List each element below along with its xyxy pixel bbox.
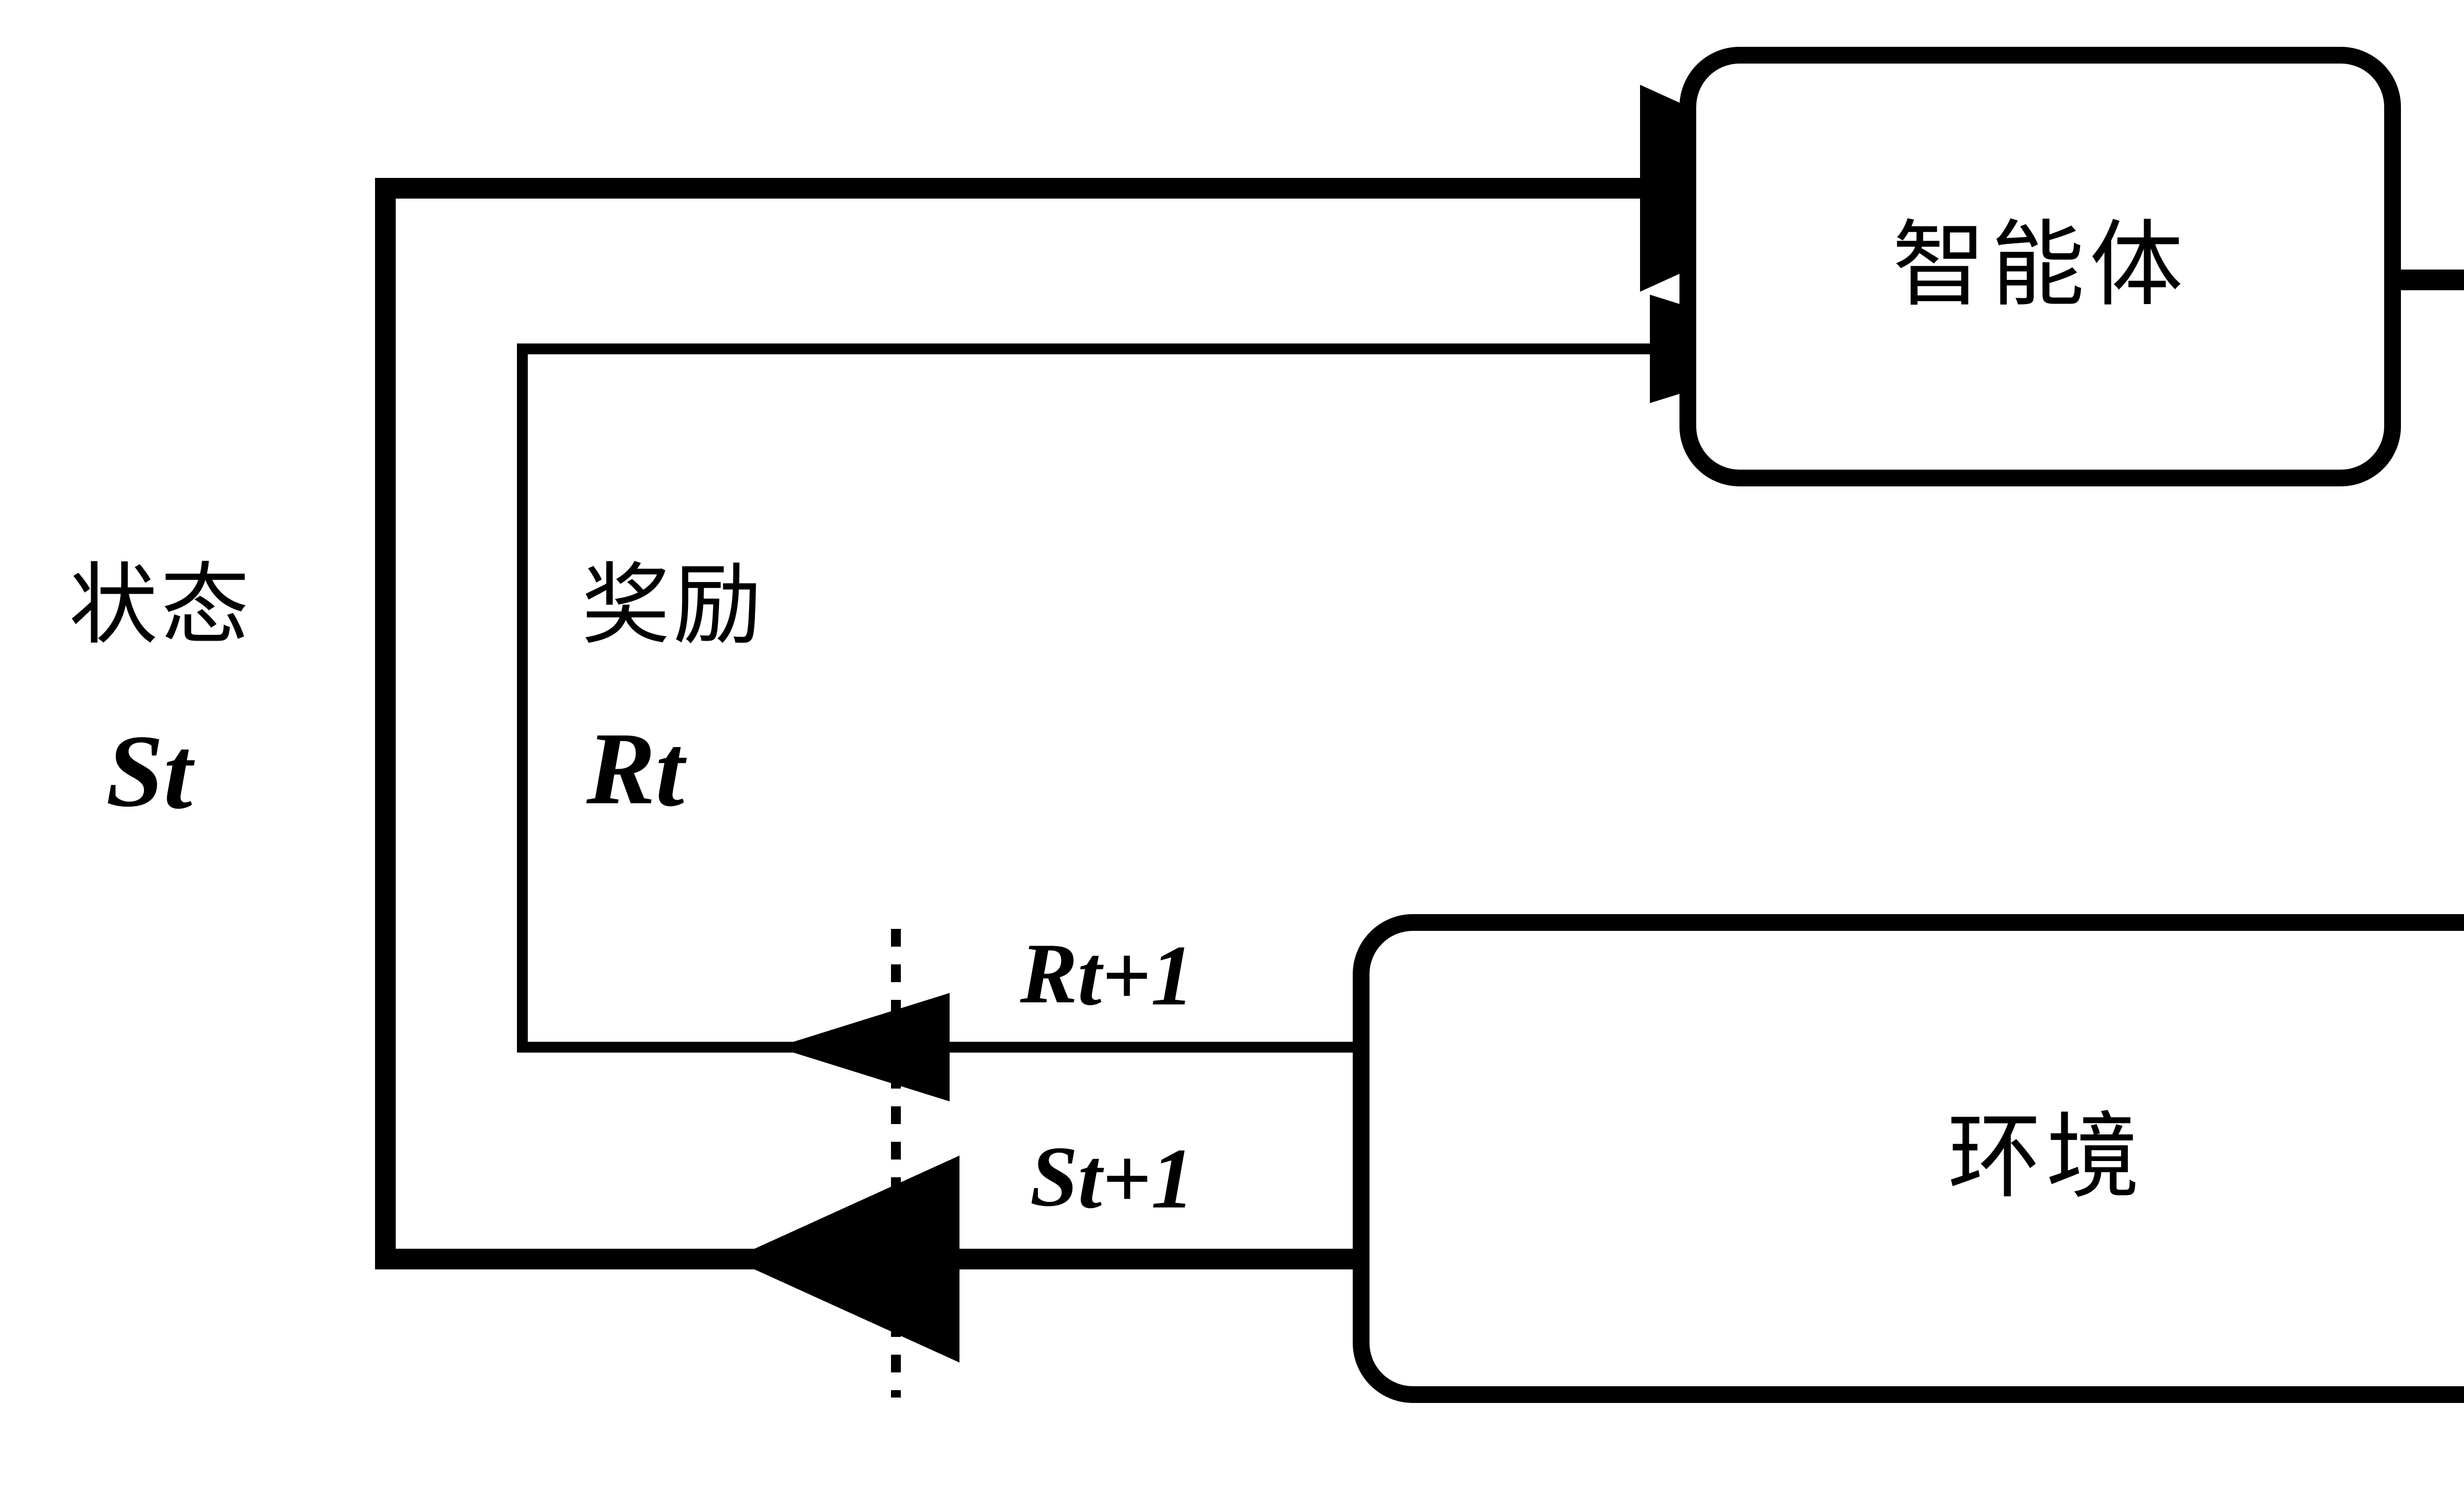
state-next-symbol: St+1: [1030, 1133, 1375, 1222]
reward-next-symbol: Rt+1: [1020, 930, 1365, 1019]
reward-next-symbol-base: R: [1020, 925, 1078, 1021]
agent-node-label: 智能体: [1892, 214, 2188, 318]
state-next-symbol-base: S: [1030, 1128, 1078, 1224]
state-symbol-subscript: t: [163, 716, 193, 831]
agent-node-box: [1679, 47, 2401, 486]
environment-node-box: [1353, 914, 2464, 1403]
reward-symbol: Rt: [586, 717, 862, 822]
reward-label-text: 奖励: [582, 557, 765, 655]
state-symbol: St: [106, 719, 382, 825]
state-symbol-base: S: [106, 714, 164, 828]
reward-next-symbol-subscript: t+1: [1077, 927, 1194, 1024]
state-next-symbol-subscript: t+1: [1078, 1130, 1195, 1227]
state-label-text: 状态: [69, 557, 253, 655]
environment-node-label: 环境: [1947, 1106, 2145, 1210]
reward-symbol-base: R: [586, 712, 656, 826]
reward-symbol-subscript: t: [655, 714, 684, 828]
